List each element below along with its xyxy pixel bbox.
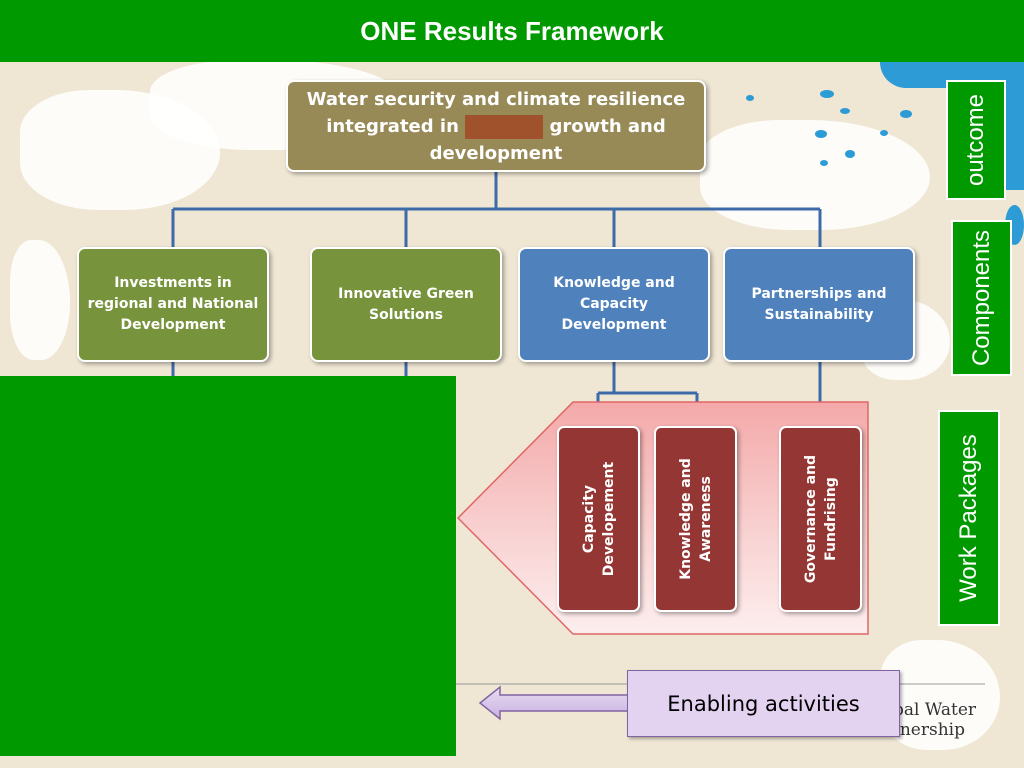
- logo-line: bal Water: [893, 700, 977, 720]
- background-shape: [10, 240, 70, 360]
- side-label-text: Components: [967, 229, 995, 367]
- outcome-text-start: Water security and climate resilience in…: [306, 88, 686, 137]
- side-label-components: Components: [951, 220, 1012, 376]
- water-shape: [840, 108, 850, 114]
- work-package-knowledge: Knowledge and Awareness: [654, 426, 737, 612]
- redaction-block: [465, 114, 544, 139]
- water-shape: [815, 130, 827, 138]
- green-overlay-block: [0, 376, 456, 756]
- component-label: Knowledge and Capacity Development: [553, 275, 675, 333]
- side-label-text: outcome: [962, 93, 989, 187]
- water-shape: [820, 90, 834, 98]
- work-package-label: Knowledge and Awareness: [677, 458, 714, 580]
- component-investments: Investments in regional and National Dev…: [77, 247, 269, 362]
- background-shape: [880, 640, 1000, 750]
- component-green-solutions: Innovative Green Solutions: [310, 247, 502, 362]
- work-package-governance: Governance and Fundrising: [779, 426, 862, 612]
- component-label: Investments in regional and National Dev…: [87, 275, 259, 333]
- component-knowledge-capacity: Knowledge and Capacity Development: [518, 247, 710, 362]
- work-package-label: Capacity Developement: [580, 461, 617, 577]
- water-shape: [900, 110, 912, 118]
- logo-line: tnership: [893, 720, 965, 740]
- enabling-arrow-shape: [478, 685, 629, 721]
- work-package-capacity: Capacity Developement: [557, 426, 640, 612]
- side-label-text: Work Packages: [955, 434, 982, 602]
- side-label-outcome: outcome: [946, 80, 1006, 200]
- water-shape: [880, 130, 888, 136]
- component-label: Partnerships and Sustainability: [751, 285, 887, 323]
- slide-title: ONE Results Framework: [0, 0, 1024, 62]
- outcome-box: Water security and climate resilience in…: [286, 80, 706, 172]
- enabling-activities-label: Enabling activities: [667, 691, 860, 716]
- background-shape: [700, 120, 930, 230]
- water-shape: [820, 160, 828, 166]
- component-partnerships: Partnerships and Sustainability: [723, 247, 915, 362]
- side-label-work-packages: Work Packages: [938, 410, 1000, 626]
- gwp-logo: bal Water tnership: [893, 700, 976, 740]
- component-label: Innovative Green Solutions: [338, 285, 474, 323]
- water-shape: [845, 150, 855, 158]
- outcome-text-end: growth and development: [429, 115, 666, 164]
- enabling-activities-box: Enabling activities: [627, 670, 900, 737]
- water-shape: [746, 95, 754, 101]
- work-package-label: Governance and Fundrising: [802, 454, 839, 584]
